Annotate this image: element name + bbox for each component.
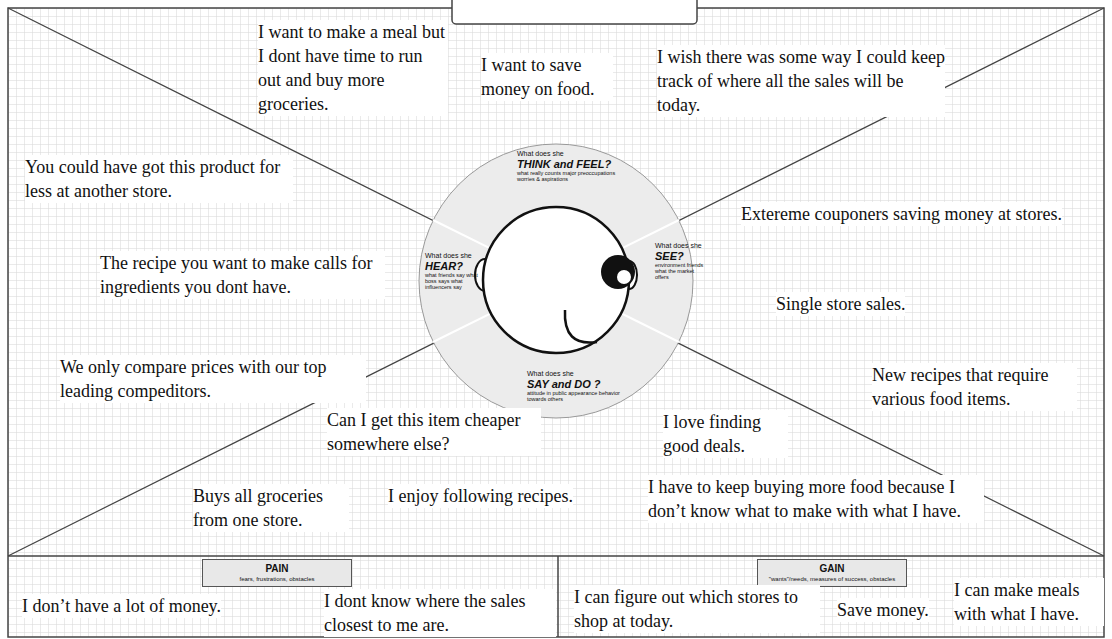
smile [565, 310, 597, 343]
ring-circle-node: What does sheTHINK and FEEL?what really … [417, 142, 695, 420]
panel-subtitle: fears, frustrations, obstacles [207, 575, 347, 583]
sticky-note-text: Extereme couponers saving money at store… [741, 202, 1062, 226]
sticky-note-text: The recipe you want to make calls for in… [100, 251, 385, 299]
sticky-note-text: Single store sales. [776, 292, 905, 316]
quadrant-title: HEAR? [425, 260, 481, 272]
eye [601, 255, 635, 289]
header-box: GAIN"wants"/needs, measures of success, … [757, 559, 907, 587]
sticky-note-text: New recipes that require various food it… [872, 363, 1077, 411]
grid-ground [8, 8, 1104, 637]
sticky-note-text: Can I get this item cheaper somewhere el… [327, 408, 541, 456]
quadrant-question: What does she [425, 252, 481, 260]
sticky-note-text: I love finding good deals. [663, 410, 788, 458]
ring-circle [419, 144, 693, 418]
sticky-note-text: I want to save money on food. [481, 53, 613, 101]
quadrant-heading: What does sheTHINK and FEEL?what really … [517, 150, 627, 182]
quadrant-heading: What does sheSAY and DO ?attitude in pub… [527, 370, 627, 402]
quadrant-hint: environment friends what the market offe… [655, 262, 707, 281]
eye-highlight [617, 270, 631, 284]
sticky-note-text: I don’t have a lot of money. [22, 594, 221, 618]
panel-title: PAIN [207, 563, 347, 575]
diagonal-line [8, 8, 1104, 556]
outer-frame [8, 8, 1104, 637]
panel-subtitle: "wants"/needs, measures of success, obst… [762, 575, 902, 583]
quadrant-title: SAY and DO ? [527, 378, 627, 390]
quadrant-heading: What does sheHEAR?what friends say what … [425, 252, 481, 291]
sticky-note-text: I have to keep buying more food because … [648, 475, 984, 523]
quadrant-question: What does she [517, 150, 627, 158]
sticky-note-text: Save money. [837, 598, 929, 622]
quadrant-question: What does she [655, 242, 707, 250]
sticky-note-text: I can make meals with what I have. [954, 578, 1104, 626]
header-box: PAINfears, frustrations, obstacles [202, 559, 352, 587]
diagonal-line [8, 8, 1104, 556]
quadrant-hint: what really counts major preoccupations … [517, 170, 627, 182]
quadrant-hint: attitude in public appearance behavior t… [527, 390, 627, 402]
quadrant-heading: What does sheSEE?environment friends wha… [655, 242, 707, 281]
sticky-note-text: I wish there was some way I could keep t… [657, 45, 945, 117]
top-tab [452, 0, 697, 24]
sticky-note-text: I dont know where the sales closest to m… [324, 589, 556, 637]
quadrant-hint: what friends say what boss says what inf… [425, 272, 481, 291]
panel-title: GAIN [762, 563, 902, 575]
quadrant-question: What does she [527, 370, 627, 378]
sticky-note-text: You could have got this product for less… [25, 155, 293, 203]
panel-divider [557, 556, 559, 637]
sticky-note-text: Buys all groceries from one store. [193, 484, 349, 532]
sticky-note-text: We only compare prices with our top lead… [60, 355, 366, 403]
sticky-note-text: I can figure out which stores to shop at… [574, 585, 820, 633]
quadrant-title: SEE? [655, 250, 707, 262]
sticky-note-text: I enjoy following recipes. [388, 484, 573, 508]
panel-divider [8, 555, 1104, 557]
sticky-note-text: I want to make a meal but I dont have ti… [258, 20, 448, 116]
quadrant-title: THINK and FEEL? [517, 158, 627, 170]
